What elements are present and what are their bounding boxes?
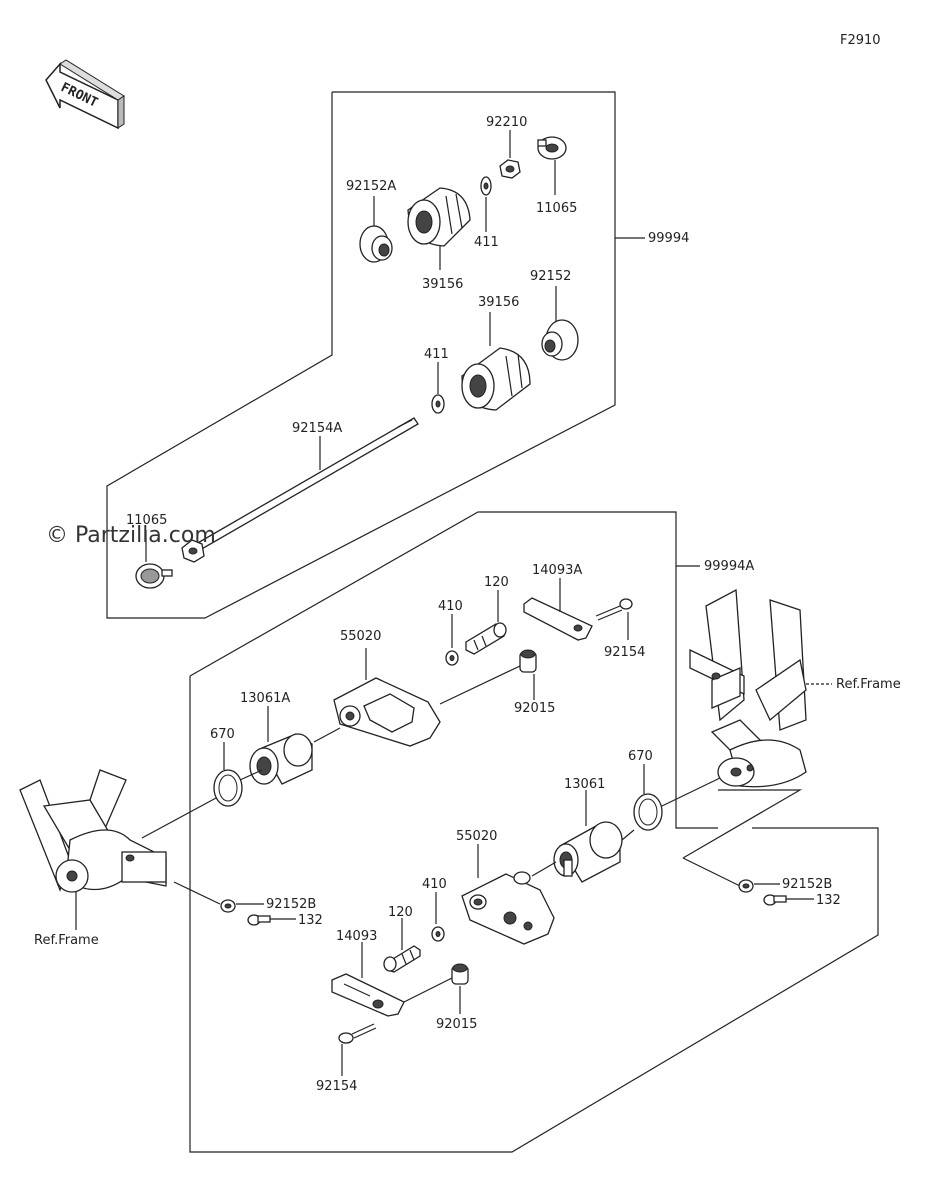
label-132-right: 132 bbox=[816, 893, 841, 908]
washer-410-top bbox=[445, 650, 459, 666]
clip-11065-bottom bbox=[135, 563, 173, 589]
screw-92154-bottom bbox=[338, 1023, 377, 1044]
label-92210: 92210 bbox=[486, 115, 527, 130]
ref-frame-right bbox=[689, 588, 807, 788]
spacer-92015-bottom bbox=[451, 963, 469, 985]
label-120-bottom: 120 bbox=[388, 905, 413, 920]
ref-frame-left bbox=[19, 769, 167, 893]
label-92152B-left: 92152B bbox=[266, 897, 316, 912]
label-92152: 92152 bbox=[530, 269, 571, 284]
label-99994: 99994 bbox=[648, 231, 689, 246]
label-92154-top: 92154 bbox=[604, 645, 645, 660]
label-13061A: 13061A bbox=[240, 691, 290, 706]
front-arrow-icon: FRONT bbox=[45, 59, 125, 130]
slider-39156-bottom bbox=[461, 347, 531, 411]
ref-frame-label-right: Ref.Frame bbox=[836, 677, 901, 692]
label-55020-top: 55020 bbox=[340, 629, 381, 644]
label-670-right: 670 bbox=[628, 749, 653, 764]
spacer-92015-top bbox=[519, 649, 537, 673]
collar-92152 bbox=[541, 319, 579, 361]
label-92152A: 92152A bbox=[346, 179, 396, 194]
label-14093A: 14093A bbox=[532, 563, 582, 578]
label-670-left: 670 bbox=[210, 727, 235, 742]
washer-410-bottom bbox=[431, 926, 445, 942]
tube-13061 bbox=[553, 821, 623, 883]
label-99994A: 99994A bbox=[704, 559, 754, 574]
label-92152B-right: 92152B bbox=[782, 877, 832, 892]
nut-92210 bbox=[499, 159, 521, 179]
label-14093: 14093 bbox=[336, 929, 377, 944]
bracket-55020-bottom bbox=[461, 871, 555, 945]
label-92015-top: 92015 bbox=[514, 701, 555, 716]
label-120-top: 120 bbox=[484, 575, 509, 590]
label-92015-bottom: 92015 bbox=[436, 1017, 477, 1032]
tube-13061A bbox=[249, 733, 313, 785]
screw-92154-top bbox=[595, 598, 633, 621]
diagram-code: F2910 bbox=[840, 33, 881, 48]
label-132-left: 132 bbox=[298, 913, 323, 928]
assembly-outline-99994A bbox=[189, 511, 718, 829]
assembly-outline-99994 bbox=[106, 91, 616, 619]
washer-411-bottom bbox=[431, 394, 445, 414]
label-92154A: 92154A bbox=[292, 421, 342, 436]
nut-92152B-right bbox=[738, 879, 754, 893]
ref-frame-label-left: Ref.Frame bbox=[34, 933, 99, 948]
label-11065-top: 11065 bbox=[536, 201, 577, 216]
label-411-bottom: 411 bbox=[424, 347, 449, 362]
label-410-top: 410 bbox=[438, 599, 463, 614]
bolt-120-top bbox=[465, 622, 507, 655]
watermark: © Partzilla.com bbox=[46, 523, 216, 548]
bolt-92154A bbox=[181, 417, 419, 563]
label-92154-bottom: 92154 bbox=[316, 1079, 357, 1094]
bracket-55020-top bbox=[333, 677, 441, 747]
bolt-120-bottom bbox=[383, 945, 421, 973]
label-411-top: 411 bbox=[474, 235, 499, 250]
oring-670-left bbox=[213, 769, 243, 807]
label-39156-bottom: 39156 bbox=[478, 295, 519, 310]
label-55020-bottom: 55020 bbox=[456, 829, 497, 844]
oring-670-right bbox=[633, 793, 663, 831]
label-13061: 13061 bbox=[564, 777, 605, 792]
collar-92152A bbox=[359, 225, 393, 263]
label-11065-bottom: 11065 bbox=[126, 513, 167, 528]
plate-14093A bbox=[523, 597, 593, 641]
washer-411-top bbox=[480, 176, 492, 196]
nut-92152B-left bbox=[220, 899, 236, 913]
slider-39156-top bbox=[407, 187, 471, 247]
bolt-132-left bbox=[247, 914, 271, 926]
clip-11065-top bbox=[537, 136, 567, 160]
bolt-132-right bbox=[763, 894, 787, 906]
label-39156-top: 39156 bbox=[422, 277, 463, 292]
plate-14093 bbox=[331, 973, 405, 1017]
label-410-bottom: 410 bbox=[422, 877, 447, 892]
